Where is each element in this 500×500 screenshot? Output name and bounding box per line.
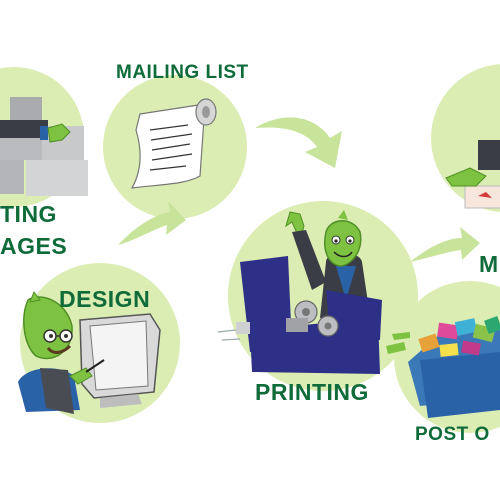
scroll-icon xyxy=(130,98,217,189)
label-left-cut-line1: TING xyxy=(0,201,57,227)
flow-arrow-to-right xyxy=(410,227,480,262)
flow-arrow-to-mailing xyxy=(118,201,186,245)
label-right-cut: M xyxy=(479,251,499,277)
flow-arrow-to-printing xyxy=(255,117,342,168)
designer-mascot-illustration xyxy=(18,290,161,414)
printing-press-illustration xyxy=(217,210,382,374)
label-post-office: POST O xyxy=(415,424,490,445)
mail-bin-illustration xyxy=(386,316,500,418)
envelope-illustration xyxy=(445,140,500,209)
label-left-cut-line2: AGES xyxy=(0,233,68,259)
label-printing: PRINTING xyxy=(255,379,369,405)
boxes-illustration xyxy=(0,97,88,196)
label-mailing-list: MAILING LIST xyxy=(116,62,249,83)
label-design: DESIGN xyxy=(59,286,151,312)
